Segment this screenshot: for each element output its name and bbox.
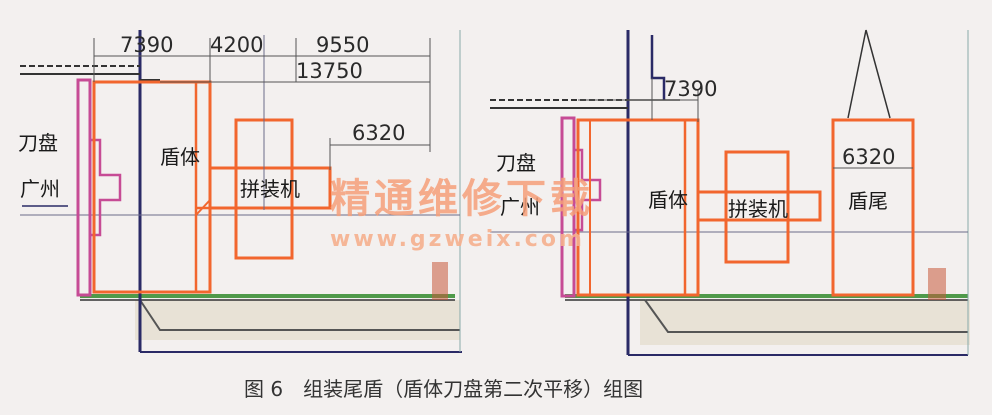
left-ground-soil (135, 300, 460, 340)
left-end-support (432, 262, 448, 300)
right-erector-box (724, 150, 790, 264)
left-dim-7390: 7390 (120, 33, 173, 57)
right-label-cutterhead: 刀盘 (496, 151, 536, 175)
left-panel: 7390 4200 9550 13750 6320 刀盘 广州 盾体 拼装机 (18, 30, 462, 353)
left-label-erector: 拼装机 (240, 177, 300, 201)
left-dim-9550: 9550 (316, 33, 369, 57)
right-lifting-sling (847, 29, 891, 119)
right-dim-7390: 7390 (664, 77, 717, 101)
watermark-url: www.gzweix.com (330, 227, 585, 252)
right-floor-line (644, 299, 968, 333)
left-dim-4200: 4200 (210, 33, 263, 57)
left-shield-body (92, 80, 212, 294)
left-erector-beam (208, 166, 332, 210)
right-label-erector: 拼装机 (728, 197, 788, 221)
right-shaft-step (650, 35, 666, 100)
right-label-shield-body: 盾体 (648, 188, 688, 212)
figure-caption: 图 6 组装尾盾（盾体刀盘第二次平移）组图 (244, 377, 643, 401)
left-label-guangzhou: 广州 (20, 177, 60, 201)
right-label-guangzhou: 广州 (500, 195, 540, 219)
right-tail-shield (831, 118, 915, 297)
right-erector-beam (696, 190, 822, 222)
left-dim-6320: 6320 (352, 121, 405, 145)
right-end-support (928, 268, 946, 300)
left-shield-diag (195, 199, 211, 216)
right-panel: 7390 6320 刀盘 广州 盾体 拼装机 盾尾 (490, 29, 970, 356)
watermark-text: 精通维修下载 (330, 176, 594, 222)
left-dim-13750: 13750 (296, 59, 363, 83)
right-label-tail-shield: 盾尾 (848, 189, 888, 213)
right-dim-6320: 6320 (842, 145, 895, 169)
left-cutterhead-hub (90, 138, 122, 237)
left-cutterhead (76, 78, 92, 297)
left-label-cutterhead: 刀盘 (18, 131, 58, 155)
left-label-shield-body: 盾体 (160, 145, 200, 169)
right-cutterhead-hub (574, 148, 602, 232)
right-cutterhead (560, 116, 576, 298)
left-floor-line (139, 299, 460, 331)
right-ground-soil (640, 300, 970, 345)
